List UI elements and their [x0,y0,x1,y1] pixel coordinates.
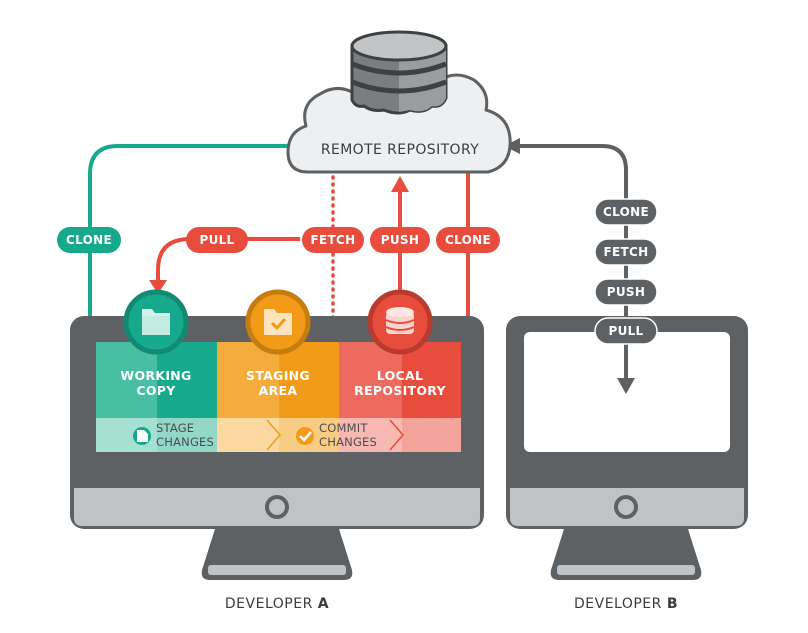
developer-b-connector [518,144,628,380]
monitor-a-base [208,565,346,575]
developer-b-clone-pill[interactable]: CLONE [594,198,658,226]
checkmark-icon [296,427,314,445]
step-commit-changes: COMMIT CHANGES [296,421,377,449]
staging-area-node[interactable] [245,289,311,355]
zone-local-repository-shade [402,342,461,418]
developer-a-caption: DEVELOPER A [225,596,329,612]
pill-label: PULL [608,324,643,338]
step-strip-teal-shade [157,418,217,452]
developer-b-pull-pill[interactable]: PULL [594,317,658,345]
step-label-line2: CHANGES [156,435,214,449]
monitor-b-base [557,565,695,575]
push-pill-label: PUSH [381,233,419,247]
local-repository-node[interactable] [367,289,433,355]
zone-label-line1: STAGING [246,368,310,383]
push-pill[interactable]: PUSH [370,227,430,253]
working-copy-node[interactable] [123,289,189,355]
caption-prefix: DEVELOPER [225,596,318,612]
caption-letter: A [318,596,329,612]
zone-label-line1: LOCAL [377,368,423,383]
arrow-head-to-remote [504,138,520,154]
folder-icon [142,309,170,335]
folder-check-icon [264,309,292,335]
developer-b-fetch-pill[interactable]: FETCH [594,238,658,266]
chevron-icon [389,419,404,451]
step-label-line2: CHANGES [319,435,377,449]
monitor-b-button [614,495,638,519]
monitor-a-button [265,495,289,519]
zone-label-line2: AREA [259,383,298,398]
step-label-line1: COMMIT [319,421,368,435]
clone-pill-teal[interactable]: CLONE [57,227,121,253]
clone-pill-label: CLONE [445,233,491,247]
checkmark-stroke [299,431,312,442]
zone-label-line2: COPY [136,383,176,398]
step-stage-changes: STAGE CHANGES [133,421,214,449]
arrow-head-push [391,176,409,192]
zone-label-line2: REPOSITORY [354,383,446,398]
step-label-line1: STAGE [156,421,194,435]
pull-pill[interactable]: PULL [186,227,248,253]
remote-repository-cloud[interactable]: REMOTE REPOSITORY [286,30,512,174]
monitor-b-chin [510,488,744,526]
remote-repository-label: REMOTE REPOSITORY [321,142,479,158]
zone-working-copy-shade [157,342,217,418]
developer-b-caption: DEVELOPER B [574,596,678,612]
database-icon [385,307,415,334]
fetch-pill-label: FETCH [311,233,356,247]
zones-panel: WORKING COPY STAGING AREA LOCAL REPOSITO… [96,342,461,452]
monitor-a-chin [74,488,480,526]
zone-label-line1: WORKING [120,368,191,383]
pill-label: PUSH [607,285,645,299]
zone-staging-area-shade [279,342,339,418]
fetch-pill[interactable]: FETCH [302,227,364,253]
document-icon-sheet [137,430,148,442]
developer-b-push-pill[interactable]: PUSH [594,278,658,306]
arrow-head-to-developer-b [617,378,635,394]
arrow-head-pull [149,280,167,294]
chevron-icon [266,419,281,451]
clone-pill-red[interactable]: CLONE [436,227,500,253]
database-icon [350,30,448,115]
pull-pill-label: PULL [199,233,234,247]
step-strip-red-shade [402,418,461,452]
caption-letter: B [667,596,678,612]
caption-prefix: DEVELOPER [574,596,667,612]
clone-pill-label: CLONE [66,233,112,247]
pill-label: FETCH [604,245,649,259]
pill-label: CLONE [603,205,649,219]
